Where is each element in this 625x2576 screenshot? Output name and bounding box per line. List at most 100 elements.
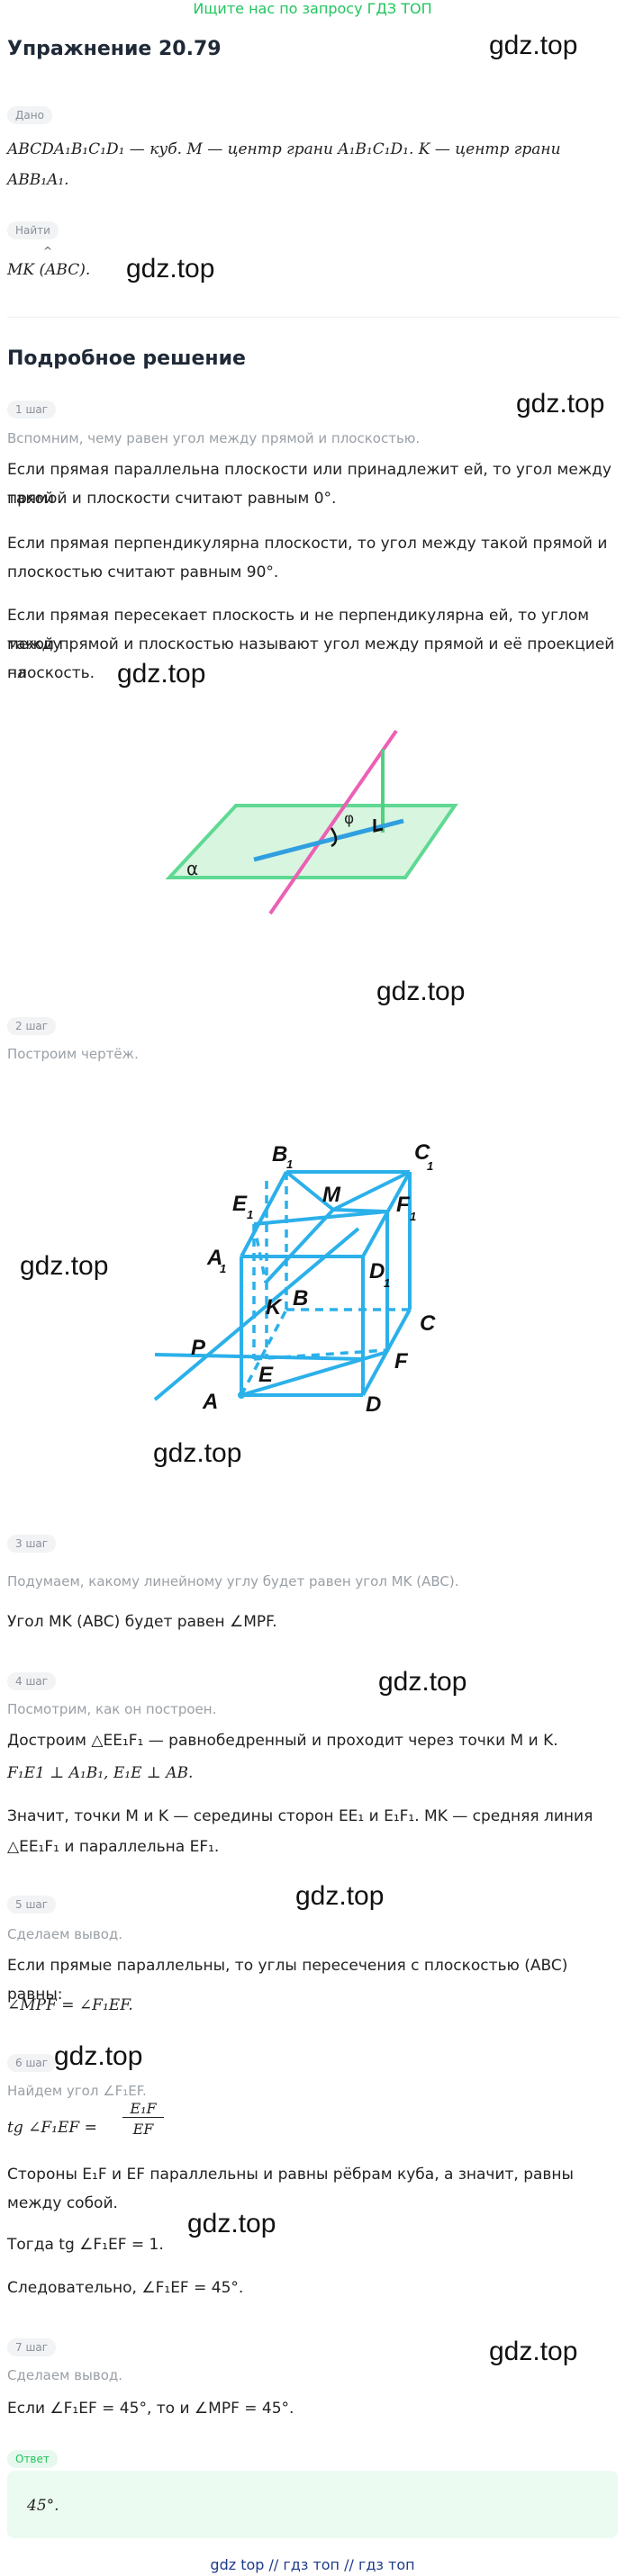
step-note: Построим чертёж. <box>7 1046 139 1062</box>
step-chip: 6 шаг <box>7 2054 57 2072</box>
seg-E1F1 <box>253 1210 388 1226</box>
step1-p3-line1: Если прямая пересекает плоскость и не пе… <box>7 607 590 653</box>
find-chip: Найти <box>7 221 59 239</box>
step4-line3: Значит, точки M и K — середины сторон EE… <box>7 1807 593 1825</box>
watermark: gdz.top <box>489 2337 578 2366</box>
watermark: gdz.top <box>153 1438 242 1468</box>
step6-line3: между собой. <box>7 2194 118 2212</box>
watermark: gdz.top <box>516 389 605 419</box>
diag-B1M <box>285 1170 335 1211</box>
step5-line2: ∠MPF = ∠F₁EF. <box>7 1996 133 2014</box>
watermark: gdz.top <box>126 254 215 284</box>
label-C1: C <box>414 1140 430 1165</box>
label-B1-sub: 1 <box>286 1157 293 1171</box>
step-note: Посмотрим, как он построен. <box>7 1701 217 1717</box>
top-search-link[interactable]: Ищите нас по запросу ГДЗ ТОП <box>193 0 432 17</box>
footer-links[interactable]: gdz top // гдз топ // гдз топ <box>210 2556 415 2573</box>
seg-MK <box>264 1208 335 1284</box>
label-F1-sub: 1 <box>410 1210 416 1223</box>
step-chip: 1 шаг <box>7 401 57 419</box>
watermark: gdz.top <box>376 977 466 1006</box>
step1-p1-line2: прямой и плоскости считают равным 0°. <box>7 490 337 508</box>
step6-line5: Следовательно, ∠F₁EF = 45°. <box>7 2279 244 2297</box>
watermark: gdz.top <box>54 2041 143 2071</box>
step1-p3-line2: такой прямой и плоскостью называют угол … <box>7 635 615 682</box>
answer-chip: Ответ <box>7 2450 58 2468</box>
diag-MC1 <box>332 1170 411 1211</box>
step-note: Сделаем вывод. <box>7 2367 123 2383</box>
point-A <box>238 1392 245 1399</box>
projection-line <box>253 818 404 862</box>
watermark: gdz.top <box>489 31 578 60</box>
step-chip: 7 шаг <box>7 2338 57 2356</box>
phi-label: φ <box>344 810 354 828</box>
step1-p3-line3: плоскость. <box>7 664 95 682</box>
given-chip: Дано <box>7 106 52 124</box>
watermark: gdz.top <box>187 2209 276 2238</box>
step4-line2: F₁E1 ⊥ A₁B₁, E₁E ⊥ AB. <box>7 1764 194 1782</box>
label-B1: B <box>272 1142 287 1166</box>
step-note: Вспомним, чему равен угол между прямой и… <box>7 430 421 446</box>
step-chip: 2 шаг <box>7 1017 57 1035</box>
given-text-line1: ABCDA₁B₁C₁D₁ — куб. M — центр грани A₁B₁… <box>7 140 561 158</box>
label-C: C <box>420 1311 436 1336</box>
label-B: B <box>293 1286 308 1311</box>
line-PF <box>154 1353 364 1361</box>
answer-value: 45°. <box>27 2497 59 2515</box>
right-angle-mark <box>373 819 384 833</box>
watermark: gdz.top <box>117 659 206 689</box>
watermark: gdz.top <box>20 1251 109 1281</box>
step1-p1-line1: Если прямая параллельна плоскости или пр… <box>7 461 611 508</box>
step-note: Найдем угол ∠F₁EF. <box>7 2083 147 2099</box>
label-E1: E <box>232 1192 248 1216</box>
watermark: gdz.top <box>295 1881 385 1911</box>
find-value: MK (ABC). <box>7 261 91 279</box>
label-P: P <box>191 1336 206 1360</box>
step5-line1: Если прямые параллельны, то углы пересеч… <box>7 1957 568 2004</box>
given-text-line2: ABB₁A₁. <box>7 171 69 189</box>
answer-box <box>7 2471 618 2538</box>
divider <box>7 317 620 318</box>
line-EF <box>240 1350 388 1397</box>
step1-p2-line1: Если прямая перпендикулярна плоскости, т… <box>7 535 608 553</box>
step7-text: Если ∠F₁EF = 45°, то и ∠MPF = 45°. <box>7 2400 294 2418</box>
step-chip: 5 шаг <box>7 1896 57 1914</box>
step4-line1: Достроим △EE₁F₁ — равнобедренный и прохо… <box>7 1732 558 1750</box>
edge-AB-hidden <box>240 1309 288 1396</box>
page-title: Упражнение 20.79 <box>7 38 222 60</box>
step6-line2: Стороны E₁F и EF параллельны и равны рёб… <box>7 2166 574 2184</box>
angle-arc <box>330 827 338 848</box>
seg-E1K-hidden <box>252 1223 267 1283</box>
label-M: M <box>322 1183 341 1207</box>
label-E1-sub: 1 <box>247 1208 253 1221</box>
label-A1-sub: 1 <box>220 1262 226 1275</box>
step-chip: 4 шаг <box>7 1672 57 1690</box>
step6-line4: Тогда tg ∠F₁EF = 1. <box>7 2236 164 2254</box>
fraction-numerator: E₁F <box>122 2100 164 2118</box>
line-pink <box>268 729 398 915</box>
step-chip: 3 шаг <box>7 1535 57 1553</box>
label-E: E <box>258 1363 274 1387</box>
label-D1: D <box>369 1259 385 1283</box>
fraction-denominator: EF <box>132 2121 154 2138</box>
seg-EF-hidden <box>253 1348 388 1361</box>
label-F: F <box>394 1349 409 1374</box>
step-note: Подумаем, какому линейному углу будет ра… <box>7 1573 459 1590</box>
label-C1-sub: 1 <box>427 1159 433 1173</box>
step6-tg-lhs: tg ∠F₁EF = <box>7 2119 97 2137</box>
label-D: D <box>366 1392 381 1417</box>
label-F1: F <box>396 1193 411 1217</box>
label-K: K <box>266 1295 283 1320</box>
label-A: A <box>202 1390 218 1414</box>
alpha-label: α <box>186 858 198 879</box>
step1-p2-line2: плоскостью считают равным 90°. <box>7 563 279 581</box>
step3-text: Угол MK (ABC) будет равен ∠MPF. <box>7 1613 277 1631</box>
edge-A1B1 <box>240 1171 288 1257</box>
solution-title: Подробное решение <box>7 347 246 370</box>
step4-line4: △EE₁F₁ и параллельна EF₁. <box>7 1838 220 1856</box>
cube-figure: B 1 C 1 E 1 M F 1 A 1 D 1 K B C P E F A … <box>153 1140 436 1417</box>
plane-alpha <box>165 804 458 879</box>
angle-accent: ^ <box>43 245 53 257</box>
line-PM <box>153 1227 360 1401</box>
plane-angle-figure: α φ <box>165 729 458 915</box>
